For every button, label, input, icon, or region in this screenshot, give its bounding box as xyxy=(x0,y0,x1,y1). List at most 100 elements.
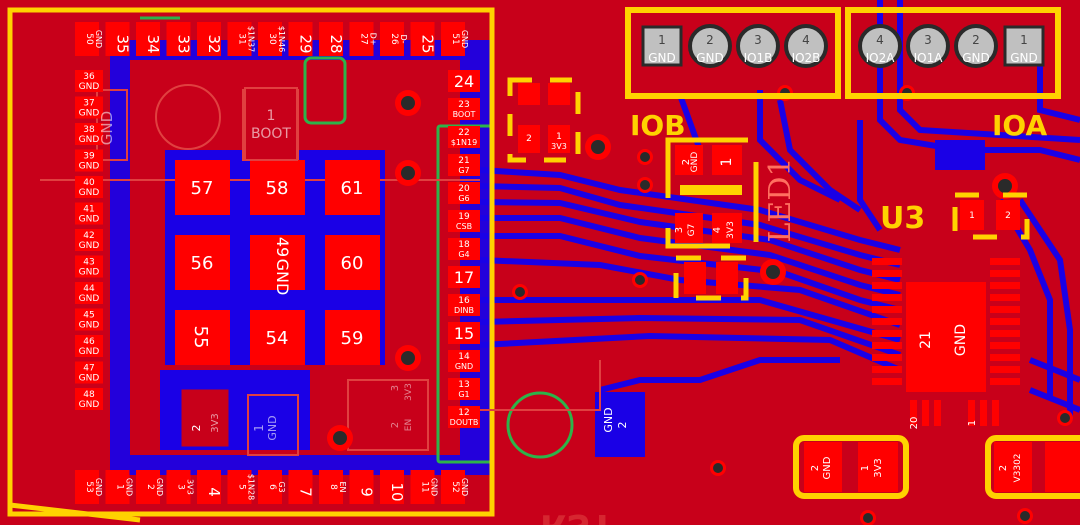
module-pad-22[interactable]: 22$1N19 xyxy=(448,126,480,148)
pad-num: 10 xyxy=(388,482,406,501)
center-pad-55[interactable]: 55 xyxy=(175,310,230,365)
boot-pad-net: BOOT xyxy=(251,126,291,142)
center-pad-57[interactable]: 57 xyxy=(175,160,230,215)
module-pad-24[interactable]: 24 xyxy=(448,70,480,92)
pad-num: 30 xyxy=(267,33,277,45)
module-pad-30[interactable]: 30$1N46 xyxy=(258,22,286,56)
module-pad-5[interactable]: 5$1N28 xyxy=(227,470,256,504)
cap-bottom-left[interactable]: 2 GND 1 3V3 xyxy=(793,435,909,499)
module-pad-31[interactable]: 31$1N37 xyxy=(227,22,256,56)
cap-bottom-right[interactable]: 2 V3302 xyxy=(985,435,1080,499)
center-pad-56[interactable]: 56 xyxy=(175,235,230,290)
led1[interactable]: 2 GND 1 3 G7 4 3V3 LED1 xyxy=(665,137,798,249)
module-pad-10[interactable]: 10 xyxy=(380,470,406,504)
btn-en-en: EN xyxy=(404,419,414,431)
pad-num: 33 xyxy=(175,34,193,53)
pad-net: BOOT xyxy=(453,110,476,119)
module-pad-15[interactable]: 15 xyxy=(448,322,480,344)
pad-net: GND xyxy=(79,135,100,145)
module-pad-34[interactable]: 34 xyxy=(136,22,162,56)
center-pad-54[interactable]: 54 xyxy=(250,310,305,365)
module-pad-9[interactable]: 9 xyxy=(349,470,376,504)
cap-br-net-2: V3302 xyxy=(1013,453,1023,482)
center-pad-60[interactable]: 60 xyxy=(325,235,380,290)
pad-num: 48 xyxy=(83,390,95,400)
center-pad-58[interactable]: 58 xyxy=(250,160,305,215)
module-pad-32[interactable]: 32 xyxy=(197,22,223,56)
boot-pad[interactable]: 1 BOOT xyxy=(244,87,298,161)
pad-net: CSB xyxy=(456,222,472,231)
pad-num: 25 xyxy=(419,34,437,53)
module-pad-28[interactable]: 28 xyxy=(319,22,345,56)
module-pad-35[interactable]: 35 xyxy=(105,22,132,56)
cap-bl-num-1: 1 xyxy=(860,465,871,471)
module-pad-7[interactable]: 7 xyxy=(288,470,315,504)
cap-small[interactable]: 2 1 3V3 xyxy=(507,77,581,163)
module-pad-33[interactable]: 33 xyxy=(166,22,193,56)
led-net-4: 3V3 xyxy=(726,221,736,239)
pad-num: 51 xyxy=(450,33,460,44)
cap-under-led[interactable] xyxy=(673,255,749,301)
pad-net: DINB xyxy=(454,306,474,315)
pad-num: 49 xyxy=(273,237,292,257)
module-pad-25[interactable]: 25 xyxy=(410,22,437,56)
pad-net: $1N19 xyxy=(451,138,477,147)
module-pad-4[interactable]: 4 xyxy=(197,470,223,504)
center-pad-59[interactable]: 59 xyxy=(325,310,380,365)
pad-num: 52 xyxy=(450,481,460,492)
pad-num: 50 xyxy=(84,33,94,45)
module-pad-29[interactable]: 29 xyxy=(288,22,315,56)
module-pad-17[interactable]: 17 xyxy=(448,266,480,288)
center-pad-61[interactable]: 61 xyxy=(325,160,380,215)
cap-u3[interactable]: 1 2 xyxy=(952,192,1030,240)
u3-chip[interactable]: U3 21 GND 20 1 xyxy=(872,201,1020,429)
c-left-gnd-net: GND xyxy=(266,415,279,440)
